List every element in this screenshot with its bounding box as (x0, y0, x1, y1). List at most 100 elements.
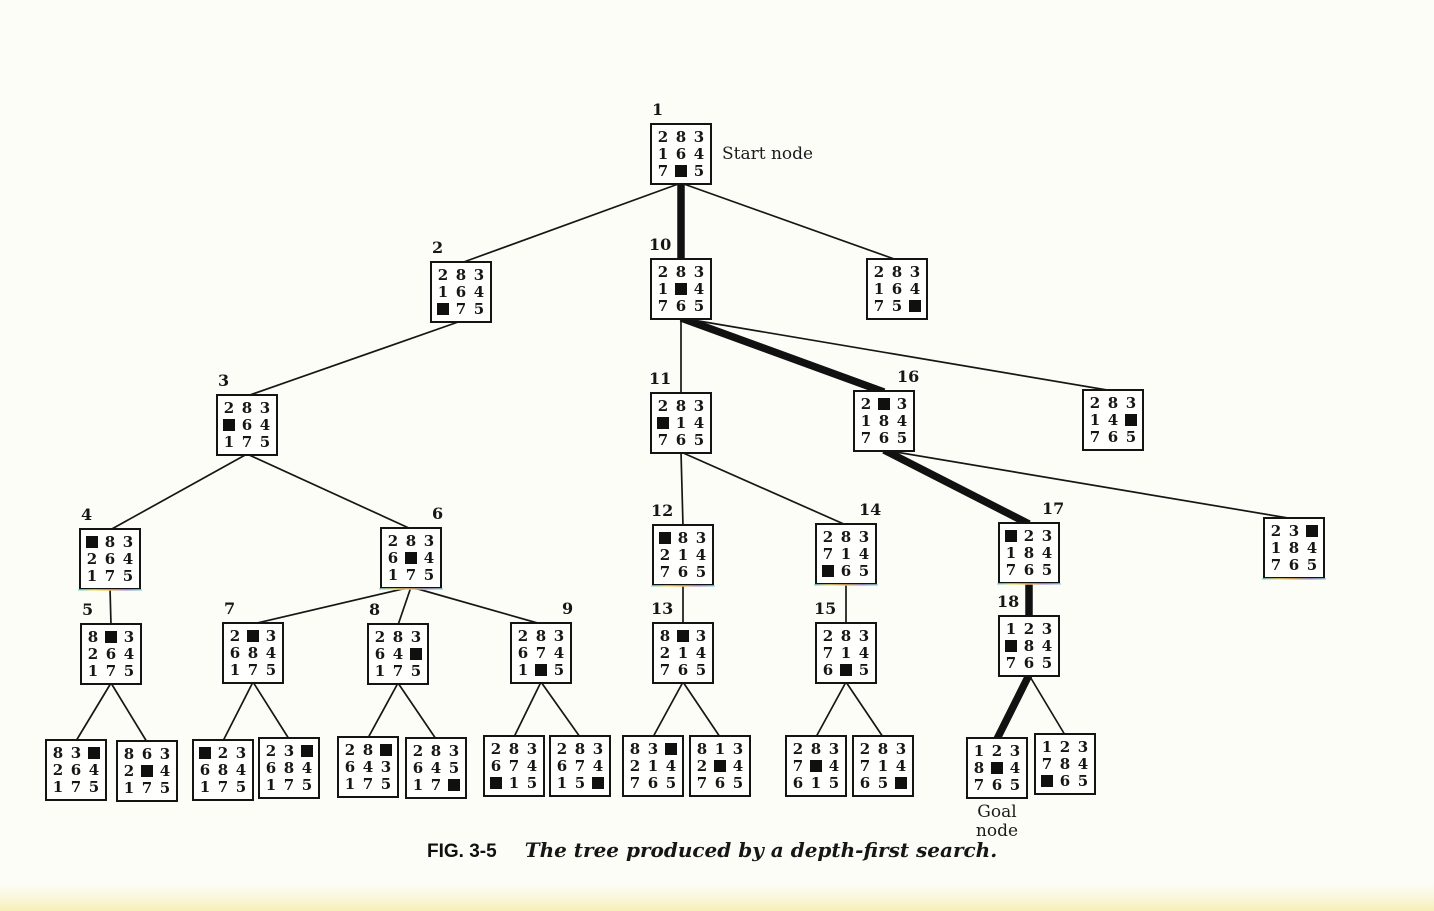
start-node-label: Start node (722, 144, 814, 164)
node-number-label: 18 (997, 592, 1020, 611)
blank-tile (405, 552, 417, 564)
blank-tile (1306, 525, 1318, 537)
tile-digit: 3 (895, 739, 907, 758)
tile-digit: 1 (86, 566, 98, 585)
tile-digit: 8 (878, 411, 890, 430)
tile-digit: 1 (873, 279, 885, 298)
tile-digit: 8 (217, 760, 229, 779)
blank-tile (665, 743, 677, 755)
tile-digit: 6 (1288, 555, 1300, 574)
tile-digit: 7 (455, 299, 467, 318)
tile-digit: 5 (88, 777, 100, 796)
tile-digit: 1 (344, 774, 356, 793)
tile-digit: 5 (693, 296, 705, 315)
tile-digit: 8 (696, 739, 708, 758)
tile-digit: 3 (896, 394, 908, 413)
tile-digit: 3 (1288, 521, 1300, 540)
tile-digit: 4 (1306, 538, 1318, 557)
tile-digit: 6 (792, 773, 804, 792)
tile-digit: 3 (858, 527, 870, 546)
node-number-label: 9 (562, 599, 574, 618)
tile-digit: 5 (235, 777, 247, 796)
blank-tile (991, 762, 1003, 774)
node-number-label: 1 (652, 100, 664, 119)
tile-digit: 6 (859, 773, 871, 792)
tile-digit: 8 (1107, 393, 1119, 412)
tile-digit: 5 (526, 773, 538, 792)
tile-digit: 3 (123, 627, 135, 646)
tile-digit: 2 (659, 545, 671, 564)
tile-digit: 6 (241, 415, 253, 434)
tile-digit: 7 (659, 562, 671, 581)
tile-digit: 4 (423, 548, 435, 567)
tile-digit: 6 (675, 144, 687, 163)
tile-digit: 1 (508, 773, 520, 792)
tile-digit: 6 (1023, 653, 1035, 672)
figure-caption-tag: FIG. 3-5 (427, 841, 497, 862)
tile-digit: 2 (517, 626, 529, 645)
edge-11-12 (680, 451, 684, 527)
tile-digit: 5 (1306, 555, 1318, 574)
tile-digit: 7 (873, 296, 885, 315)
tile-digit: 4 (123, 644, 135, 663)
tile-digit: 8 (675, 396, 687, 415)
tile-digit: 8 (1023, 636, 1035, 655)
edge-1-2 (460, 182, 682, 264)
tile-digit: 3 (553, 626, 565, 645)
node-number-label: 2 (432, 238, 444, 257)
tile-digit: 4 (473, 282, 485, 301)
edge-15-L15b (845, 681, 884, 738)
tile-digit: 2 (657, 262, 669, 281)
edge-11-14 (680, 451, 847, 526)
blank-tile (659, 532, 671, 544)
tile-digit: 6 (556, 756, 568, 775)
tile-digit: 3 (1041, 526, 1053, 545)
tile-digit: 5 (380, 774, 392, 793)
tile-digit: 6 (387, 548, 399, 567)
tile-digit: 2 (229, 626, 241, 645)
tile-digit: 7 (283, 775, 295, 794)
tile-digit: 2 (87, 644, 99, 663)
tile-digit: 8 (455, 265, 467, 284)
tile-digit: 7 (822, 544, 834, 563)
tile-digit: 6 (199, 760, 211, 779)
tile-digit: 3 (259, 398, 271, 417)
blank-tile (301, 745, 313, 757)
tile-digit: 2 (1023, 619, 1035, 638)
tile-digit: 6 (714, 773, 726, 792)
tile-digit: 6 (1059, 771, 1071, 790)
tile-digit: 6 (412, 758, 424, 777)
tile-digit: 2 (123, 761, 135, 780)
tile-digit: 8 (574, 739, 586, 758)
tile-digit: 2 (556, 739, 568, 758)
tile-digit: 3 (1009, 741, 1021, 760)
blank-tile (822, 565, 834, 577)
edge-16-uC (883, 449, 1295, 520)
tile-digit: 1 (437, 282, 449, 301)
tile-digit: 7 (657, 296, 669, 315)
tile-digit: 5 (877, 773, 889, 792)
tile-digit: 3 (693, 127, 705, 146)
tile-digit: 8 (52, 743, 64, 762)
tile-digit: 2 (265, 741, 277, 760)
tile-digit: 4 (235, 760, 247, 779)
tile-digit: 6 (104, 549, 116, 568)
node-number-label: 17 (1042, 499, 1065, 518)
tile-digit: 7 (508, 756, 520, 775)
